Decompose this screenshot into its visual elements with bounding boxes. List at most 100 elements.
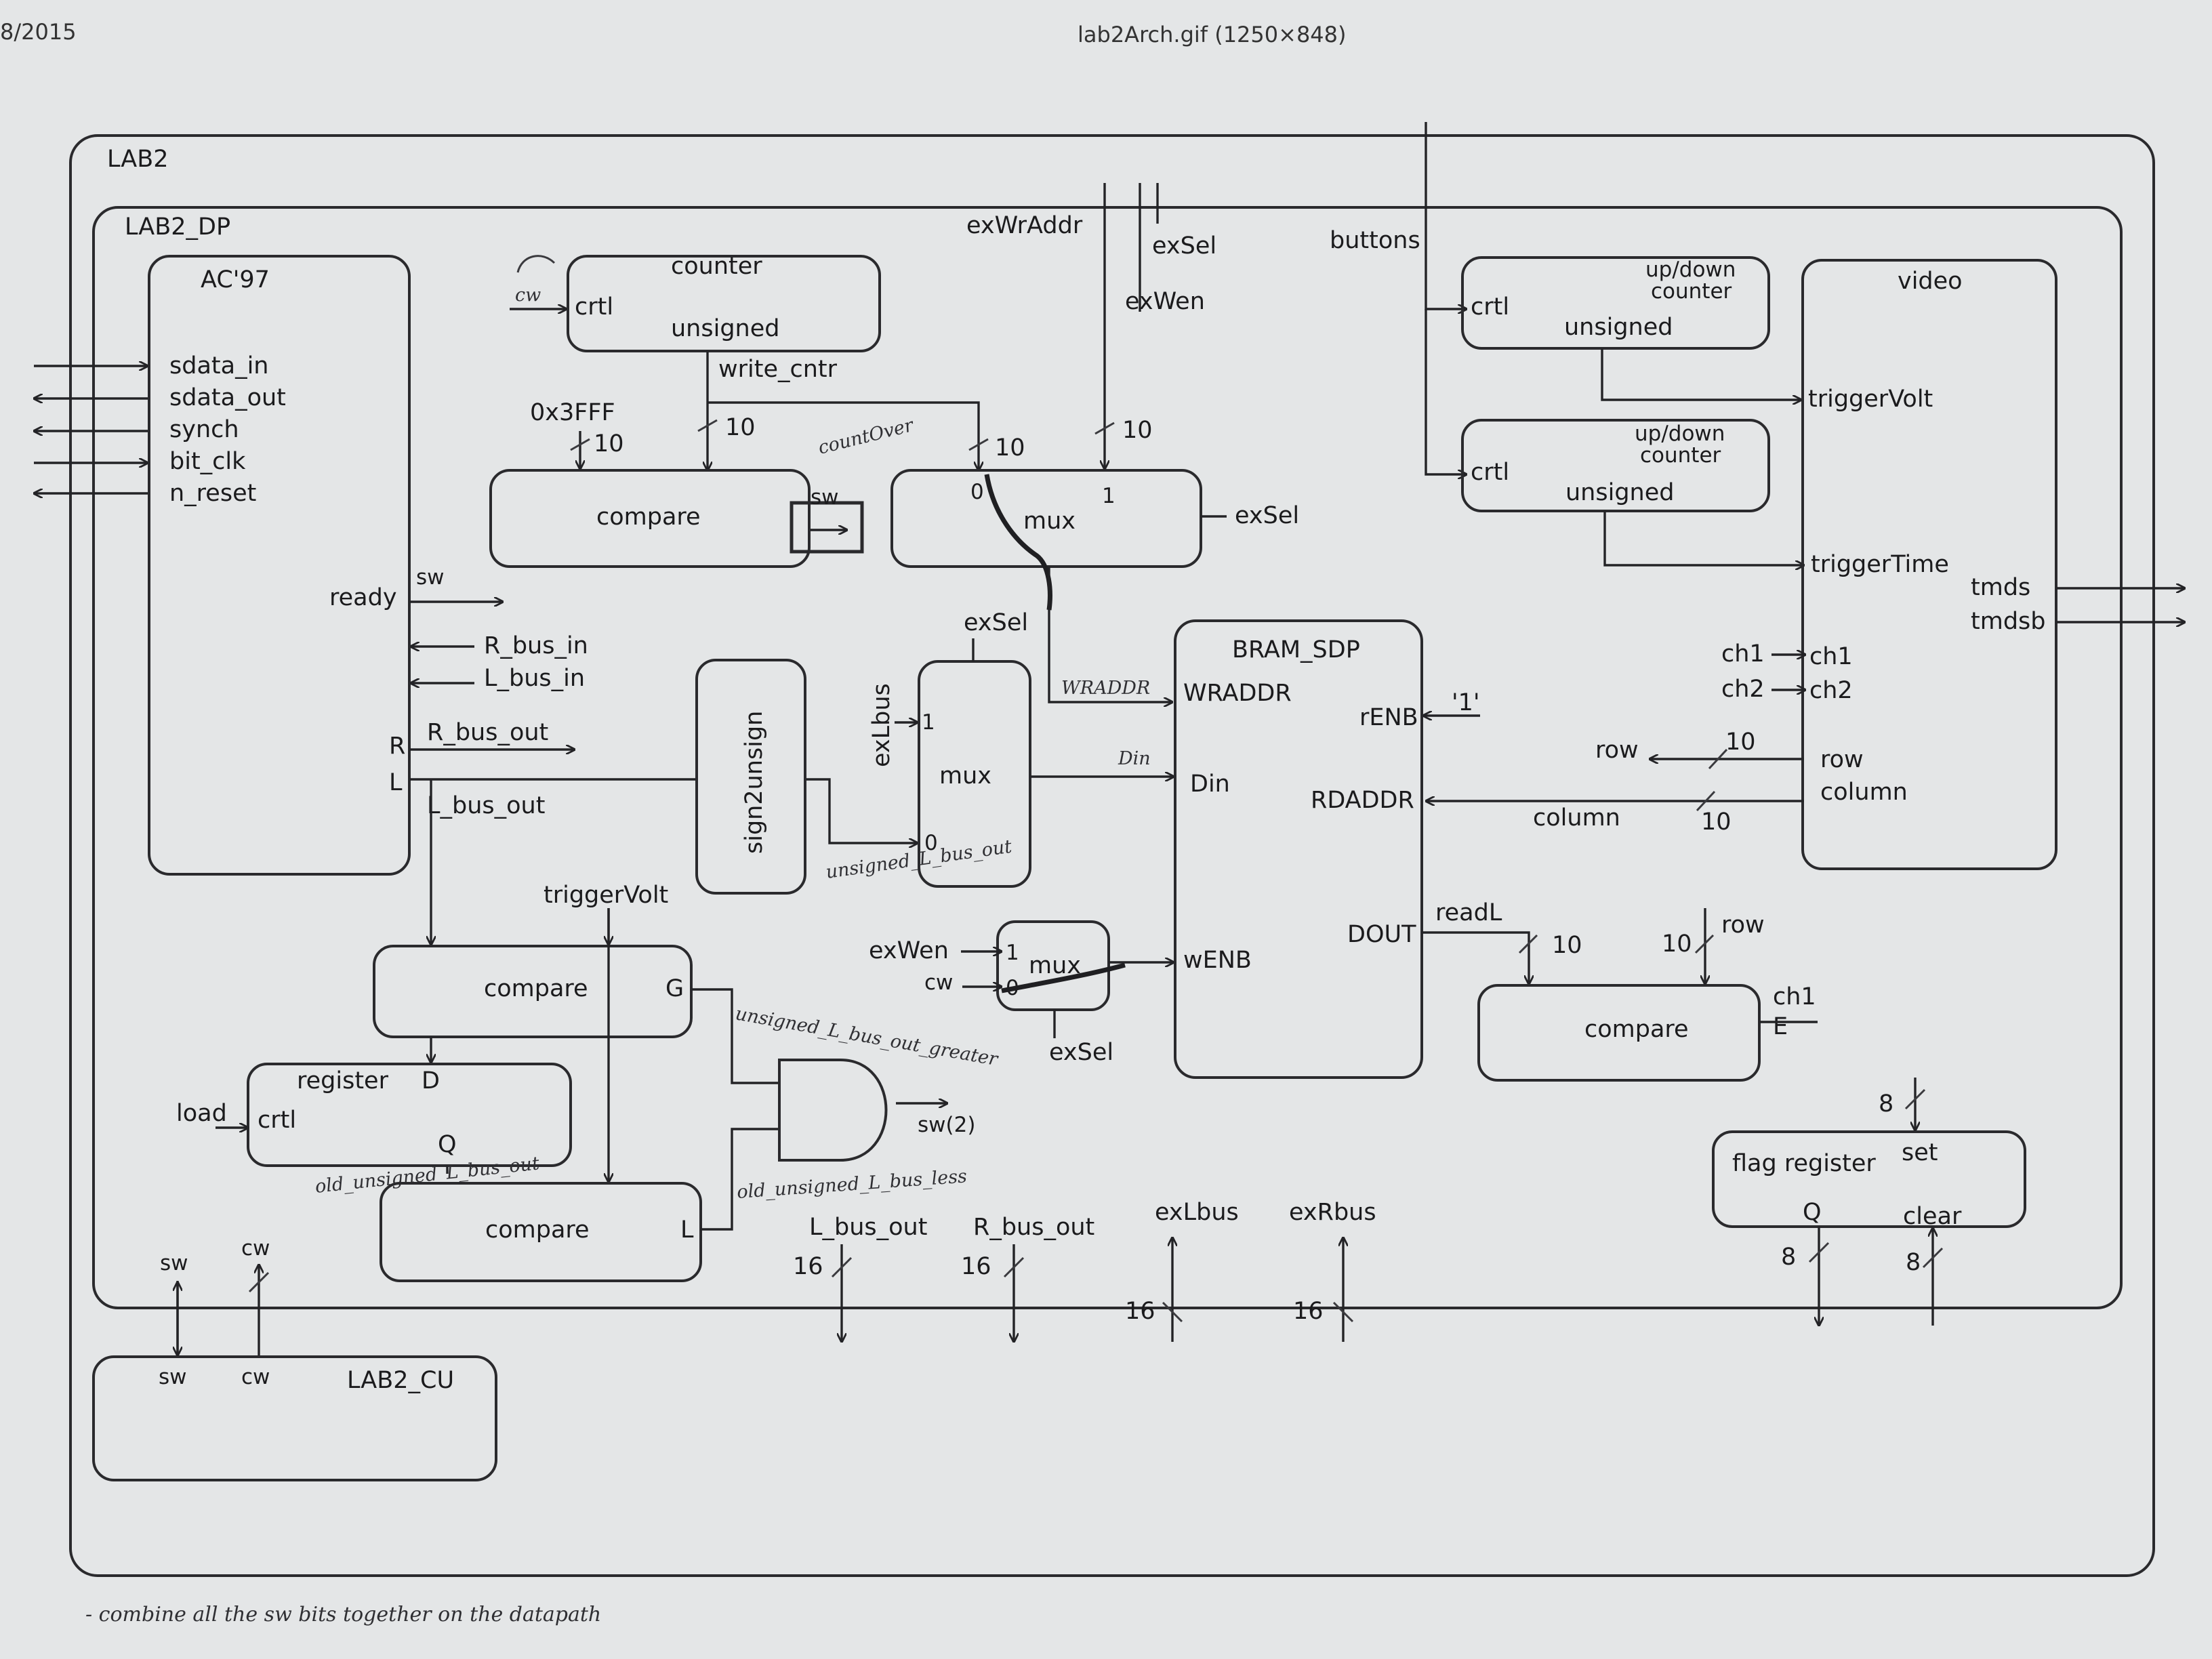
renb-value: '1' bbox=[1452, 689, 1480, 716]
sign2unsign-label: sign2unsign bbox=[741, 711, 768, 854]
port-n-reset: n_reset bbox=[169, 480, 256, 507]
updown2-title1: up/down bbox=[1635, 422, 1725, 446]
lab2-frame bbox=[69, 134, 2155, 1577]
header-title: lab2Arch.gif (1250×848) bbox=[1078, 22, 1347, 47]
buttons-wire-2 bbox=[1425, 309, 1467, 474]
video-ch1: ch1 bbox=[1809, 643, 1853, 670]
sign2unsign-to-mux-wire bbox=[806, 778, 918, 843]
counter-cw-scribble bbox=[516, 255, 556, 273]
l-bus-out-label: L_bus_out bbox=[427, 792, 545, 819]
ready-sw-label: sw bbox=[416, 565, 445, 590]
port-sdata-in: sdata_in bbox=[169, 352, 268, 380]
register-box bbox=[247, 1063, 572, 1167]
counter-crtl: crtl bbox=[575, 293, 613, 321]
cu-cw-top: cw bbox=[241, 1236, 270, 1261]
counter-cw-note: cw bbox=[515, 285, 541, 306]
mux-top-label: mux bbox=[1023, 508, 1076, 535]
updown2-title2: counter bbox=[1640, 443, 1721, 468]
mux-top-in0: 0 bbox=[970, 480, 984, 504]
bram-din: Din bbox=[1190, 771, 1230, 798]
mux-small-exsel: exSel bbox=[1049, 1039, 1113, 1066]
lab2-dp-frame bbox=[92, 206, 2123, 1309]
updown2-crtl: crtl bbox=[1471, 459, 1509, 486]
updown1-title2: counter bbox=[1651, 279, 1732, 304]
side-row-width: 10 bbox=[1725, 729, 1756, 756]
compare-g-box bbox=[373, 945, 693, 1038]
bram-block: BRAM_SDP WRADDR rENB Din RDADDR DOUT wEN… bbox=[1174, 619, 1423, 1079]
r-bus-in-label: R_bus_in bbox=[484, 632, 588, 659]
lab2-dp-label: LAB2_DP bbox=[125, 213, 230, 241]
video-title: video bbox=[1898, 268, 1963, 295]
readl-label: readL bbox=[1435, 899, 1502, 926]
bram-wenb: wENB bbox=[1183, 947, 1252, 974]
exwen-top-label: exWen bbox=[1125, 288, 1205, 315]
updown1-unsigned: unsigned bbox=[1564, 314, 1673, 341]
bram-title: BRAM_SDP bbox=[1232, 636, 1360, 663]
compare-l-box bbox=[380, 1182, 702, 1282]
register-block: register D crtl Q bbox=[247, 1063, 572, 1167]
register-title: register bbox=[297, 1067, 389, 1094]
bus-exrbus: exRbus bbox=[1289, 1199, 1376, 1226]
updown-counter-2-block: up/down counter crtl unsigned bbox=[1461, 419, 1770, 512]
din-note: Din bbox=[1118, 748, 1151, 769]
lab2-label: LAB2 bbox=[107, 146, 169, 173]
l-bus-in-label: L_bus_in bbox=[484, 665, 585, 692]
bus-l-bus-out: L_bus_out bbox=[809, 1214, 927, 1241]
register-load: load bbox=[176, 1100, 227, 1127]
video-trigger-volt: triggerVolt bbox=[1808, 386, 1933, 413]
video-box bbox=[1801, 259, 2057, 870]
mux-small-box bbox=[996, 920, 1110, 1011]
flag-register-block: flag register set Q clear bbox=[1712, 1130, 2026, 1230]
bus-width-3: 16 bbox=[1125, 1298, 1155, 1325]
compare-right-width2: 10 bbox=[1662, 930, 1692, 958]
bus-r-bus-out: R_bus_out bbox=[973, 1214, 1094, 1241]
updown-counter-1-box bbox=[1461, 256, 1770, 350]
register-q: Q bbox=[438, 1131, 457, 1158]
lab2-cu-block: LAB2_CU sw cw bbox=[92, 1355, 497, 1481]
mux-mid-exlbus: exLbus bbox=[868, 683, 895, 767]
flag-set-width: 8 bbox=[1879, 1090, 1893, 1118]
compare-g-out-wire bbox=[691, 988, 779, 1084]
compare-l-block: compare L bbox=[380, 1182, 702, 1282]
bram-rdaddr: RDADDR bbox=[1311, 787, 1414, 814]
compare-l-out: L bbox=[680, 1216, 694, 1244]
register-d: D bbox=[422, 1067, 440, 1094]
port-synch: synch bbox=[169, 416, 239, 443]
updown2-unsigned: unsigned bbox=[1565, 479, 1674, 506]
sign2unsign-box bbox=[695, 659, 806, 895]
flag-register-set: set bbox=[1902, 1139, 1938, 1166]
video-trigger-time: triggerTime bbox=[1811, 551, 1949, 578]
compare-right-out: E bbox=[1773, 1013, 1788, 1040]
flag-clear-width: 8 bbox=[1906, 1249, 1921, 1276]
bram-box bbox=[1174, 619, 1423, 1079]
compare-right-label: compare bbox=[1584, 1016, 1689, 1043]
mux-small-in1: 1 bbox=[1006, 941, 1019, 965]
flag-q-width: 8 bbox=[1781, 1244, 1796, 1271]
mux-top-to-wraddr-wire bbox=[1048, 567, 1172, 702]
updown1-crtl: crtl bbox=[1471, 293, 1509, 321]
flag-register-box bbox=[1712, 1130, 2026, 1228]
bus-width-1: 16 bbox=[793, 1253, 823, 1280]
counter-title: counter bbox=[671, 253, 762, 280]
mux-top-exsel: exSel bbox=[1235, 502, 1299, 529]
bus-exlbus: exLbus bbox=[1155, 1199, 1239, 1226]
mux-mid-in0: 0 bbox=[924, 831, 938, 855]
port-sdata-out: sdata_out bbox=[169, 384, 286, 411]
compare-g-out: G bbox=[665, 975, 684, 1002]
compare-top-sw: sw bbox=[811, 485, 839, 510]
side-ch2: ch2 bbox=[1721, 676, 1765, 703]
ac97-block: AC'97 sdata_in sdata_out synch bit_clk n… bbox=[148, 255, 411, 876]
ac97-r-port: R bbox=[389, 733, 405, 760]
and-gate bbox=[778, 1059, 888, 1162]
port-bit-clk: bit_clk bbox=[169, 448, 246, 475]
mux-mid-label: mux bbox=[939, 762, 991, 790]
buttons-label: buttons bbox=[1330, 227, 1420, 254]
cu-sw-port: sw bbox=[159, 1365, 187, 1389]
flag-register-q: Q bbox=[1803, 1199, 1822, 1226]
ac97-box bbox=[148, 255, 411, 876]
bram-renb: rENB bbox=[1359, 704, 1418, 731]
compare-top-label: compare bbox=[596, 504, 701, 531]
cu-cw-port: cw bbox=[241, 1365, 270, 1389]
